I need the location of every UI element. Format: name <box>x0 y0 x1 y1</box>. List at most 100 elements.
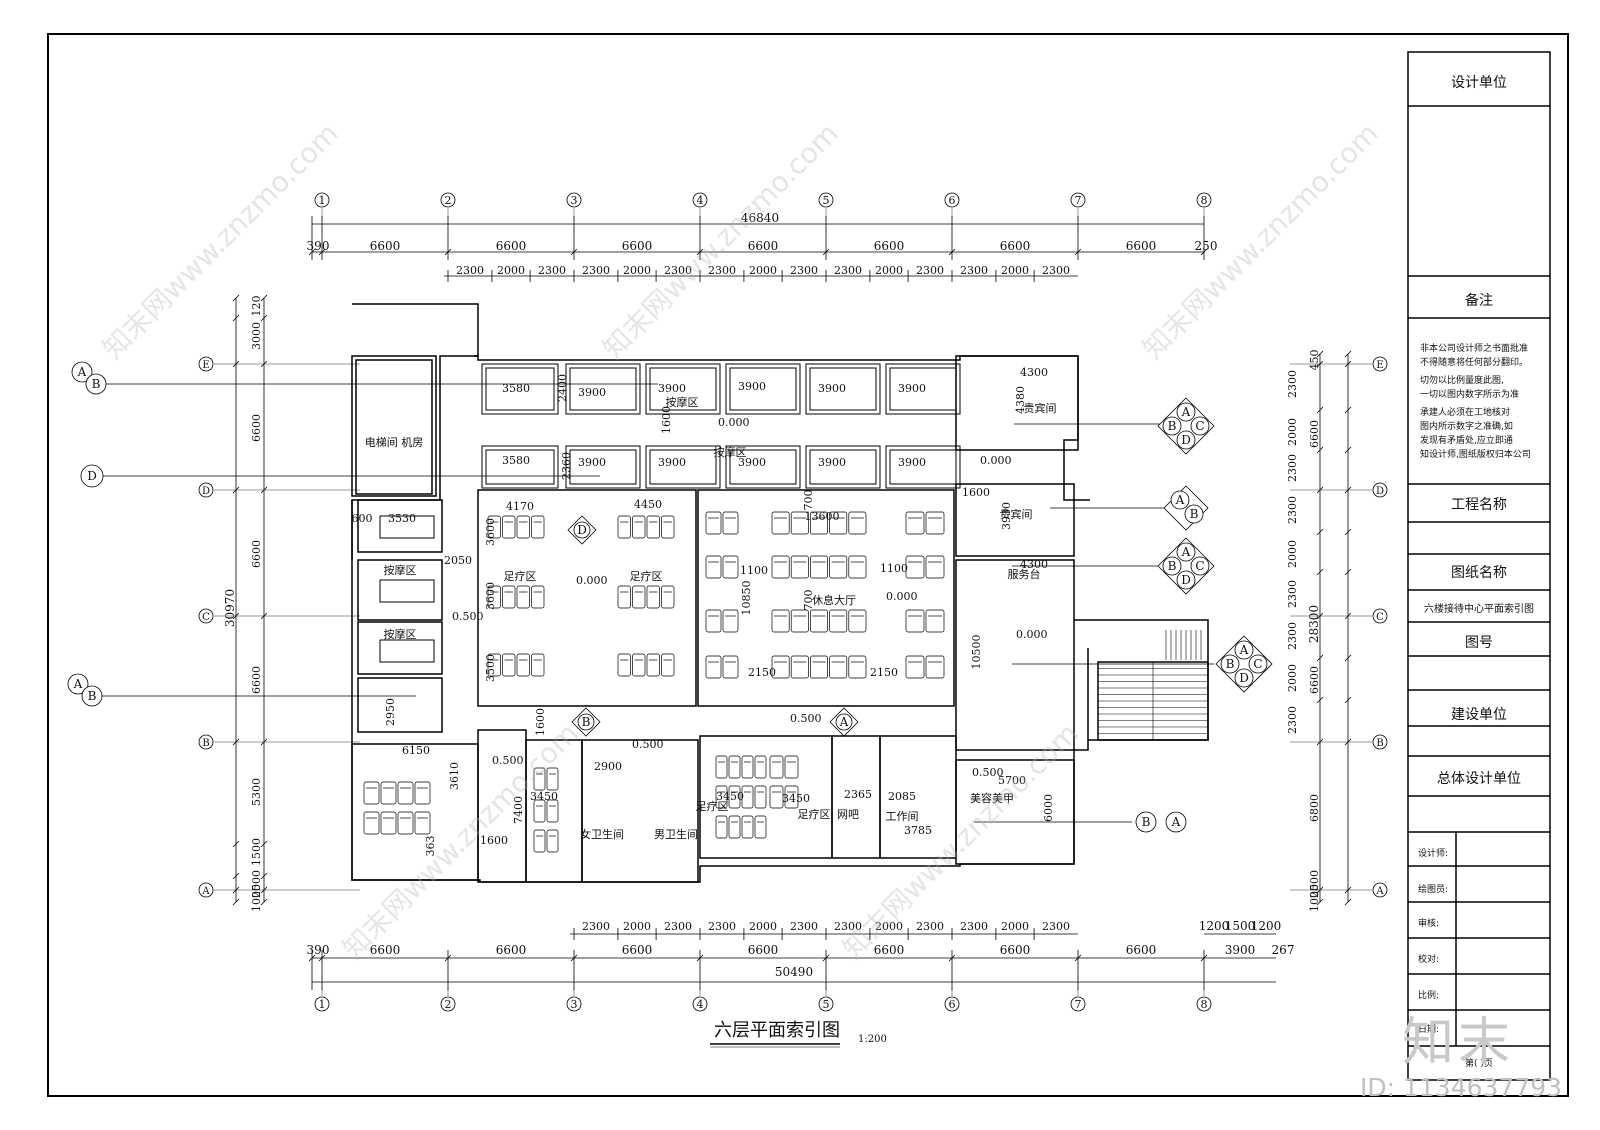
room-vip-1: 贵宾间 <box>1024 401 1057 415</box>
recliner-seat <box>546 799 559 823</box>
dim-3450-a: 3450 <box>530 790 558 803</box>
room-netbar: 网吧 <box>837 808 859 821</box>
massage-room-top <box>725 363 801 415</box>
dim-1100-a: 1100 <box>740 564 768 577</box>
left-dim-2: 6600 <box>250 414 263 442</box>
recliner-seat <box>905 655 925 679</box>
top-dim-4: 6600 <box>748 239 779 253</box>
top-dim-2: 6600 <box>496 239 527 253</box>
recliner-seat <box>905 555 925 579</box>
left-dim-6: 1500 <box>250 838 263 866</box>
room-massage-top: 按摩区 <box>666 395 699 409</box>
recliner-seat <box>715 755 728 779</box>
dim-3500: 3500 <box>484 654 497 682</box>
right-dim-14: 1000 <box>1308 884 1321 912</box>
recliner-seat <box>790 609 809 633</box>
tb-note-line-2: 不得随意将任何部分翻印。 <box>1420 358 1529 368</box>
massage-bed-mid <box>485 449 555 485</box>
dim-700-b: 700 <box>802 590 815 611</box>
bottom-sub-dim-1: 2000 <box>623 920 651 933</box>
bottom-dim-9: 267 <box>1272 943 1295 957</box>
tick <box>1316 696 1324 704</box>
axis-5-bottom: 5 <box>823 998 830 1011</box>
dim-3580-top: 3580 <box>502 382 530 395</box>
recliner-seat <box>705 655 722 679</box>
dim-2900: 2900 <box>594 760 622 773</box>
dim-4300-a: 4300 <box>1020 366 1048 379</box>
tb-note-line-6: 图内所示数字之准确,如 <box>1420 422 1513 432</box>
recliner-seat <box>741 755 754 779</box>
level-9: 0.500 <box>790 712 822 725</box>
index-d-1: D <box>80 464 104 488</box>
dim-3530: 3530 <box>388 512 416 525</box>
total-right-dim: 28300 <box>1307 605 1321 643</box>
total-bottom-dim: 50490 <box>775 965 813 979</box>
axis-B-right: B <box>1376 738 1383 749</box>
room-foot-4: 足疗区 <box>798 807 831 821</box>
top-dim-1: 6600 <box>370 239 401 253</box>
axis-8-bottom: 8 <box>1201 998 1208 1011</box>
svg-text:A: A <box>839 715 849 729</box>
recliner-seat <box>397 781 414 805</box>
index-lines <box>100 383 1214 823</box>
axis-8-top: 8 <box>1201 194 1208 207</box>
recliner-seat <box>533 799 546 823</box>
dim-3900-top-3: 3900 <box>738 380 766 393</box>
axis-1-top: 1 <box>319 194 326 207</box>
plan-scale: 1:200 <box>858 1034 887 1045</box>
recliner-seat <box>646 585 660 609</box>
dim-3900-top-1: 3900 <box>578 386 606 399</box>
massage-bed-top <box>889 367 957 411</box>
room-dim-texts: 3580 3900 3900 3900 3900 3900 3580 3900 … <box>352 366 1056 857</box>
recliner-seat <box>790 511 809 535</box>
top-sub-dim-14: 2300 <box>1042 264 1070 277</box>
right-dim-8: 2000 <box>1286 664 1299 692</box>
svg-text:B: B <box>582 715 591 729</box>
tb-note-line-5: 承建人必须在工地核对 <box>1420 408 1511 418</box>
tick <box>1316 350 1324 358</box>
level-3: 0.000 <box>576 574 608 587</box>
axis-C-left: C <box>202 612 210 623</box>
tick <box>260 294 268 302</box>
right-dim-10: 6600 <box>1308 420 1321 448</box>
recliner-seat <box>632 653 646 677</box>
dim-10500: 10500 <box>970 635 983 670</box>
right-dim-4: 2300 <box>1286 496 1299 524</box>
bottom-dimension-ticks <box>308 928 1208 990</box>
right-dim-1: 2300 <box>1286 370 1299 398</box>
axis-labels-top: 1 2 3 4 5 6 7 8 <box>314 192 1212 208</box>
recliner-seat <box>502 653 516 677</box>
right-dim-3: 2300 <box>1286 454 1299 482</box>
bottom-dim-0: 390 <box>307 943 330 957</box>
top-dim-3: 6600 <box>622 239 653 253</box>
tick <box>1344 350 1352 358</box>
tb-reviewer: 审核: <box>1418 919 1440 929</box>
bottom-sub-dim-8: 2300 <box>916 920 944 933</box>
bottom-right-dim-0: 1200 <box>1199 919 1230 933</box>
recliner-seat <box>810 511 828 535</box>
axis-A-right: A <box>1375 886 1384 897</box>
level-2: 0.000 <box>980 454 1012 467</box>
dim-3785: 3785 <box>904 824 932 837</box>
tb-notes: 非本公司设计师之书面批准 不得随意将任何部分翻印。 切勿以比例量度此图, 一切以… <box>1412 342 1552 462</box>
recliner-seat <box>741 815 754 839</box>
massage-bed-top <box>729 367 797 411</box>
axis-1-bottom: 1 <box>319 998 326 1011</box>
svg-text:B: B <box>92 377 101 391</box>
recliner-seat <box>363 781 380 805</box>
massage-bed-mid <box>729 449 797 485</box>
recliner-seat <box>502 585 516 609</box>
dim-3900-top-4: 3900 <box>818 382 846 395</box>
room-labels: 电梯间 机房 按摩区 按摩区 按摩区 按摩区 足疗区 足疗区 足疗区 足疗区 休… <box>365 395 1057 841</box>
recliner-seat <box>771 609 790 633</box>
room-foot-2: 足疗区 <box>630 569 663 583</box>
tb-drawing-name-value: 六楼接待中心平面索引图 <box>1424 604 1534 615</box>
tick <box>232 294 240 302</box>
index-abcd-2: A B C D <box>1157 537 1215 595</box>
room-massage-2: 按摩区 <box>384 627 417 641</box>
recliner-seat <box>531 653 545 677</box>
svg-text:B: B <box>1168 559 1177 573</box>
room-women-wc: 女卫生间 <box>580 827 624 841</box>
index-a-3: A <box>829 707 859 737</box>
